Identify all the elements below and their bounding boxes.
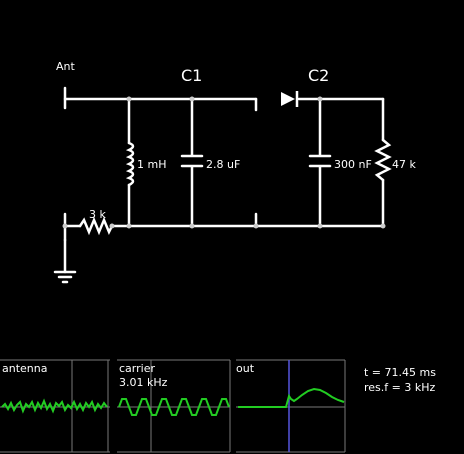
cap2-label: 300 nF [334, 158, 372, 171]
c1-title: C1 [181, 66, 202, 85]
time-readout: t = 71.45 ms [364, 366, 436, 379]
res-load-label: 47 k [392, 158, 416, 171]
res-series-zigzag [78, 216, 114, 236]
diode-icon [281, 91, 299, 107]
out-trace [238, 387, 345, 408]
junction-dots [62, 96, 386, 229]
scope-title-antenna: antenna [2, 362, 47, 375]
cap1-label: 2.8 uF [206, 158, 240, 171]
antenna-label: Ant [56, 60, 75, 73]
scope-subtitle-carrier: 3.01 kHz [119, 376, 168, 389]
res-series-label: 3 k [89, 208, 106, 221]
inductor-label: 1 mH [137, 158, 166, 171]
antenna-trace [1, 398, 108, 414]
carrier-trace [118, 398, 230, 416]
c2-title: C2 [308, 66, 329, 85]
scope-carrier[interactable]: carrier 3.01 kHz [117, 359, 231, 453]
circuit-schematic [53, 86, 392, 284]
res-load-zigzag [374, 138, 392, 182]
scope-title-carrier: carrier [119, 362, 155, 375]
resonance-readout: res.f = 3 kHz [364, 381, 435, 394]
scope-title-out: out [236, 362, 255, 375]
inductor-coil [125, 141, 135, 187]
scope-antenna[interactable]: antenna [0, 359, 110, 453]
scope-out[interactable]: out [236, 359, 346, 453]
